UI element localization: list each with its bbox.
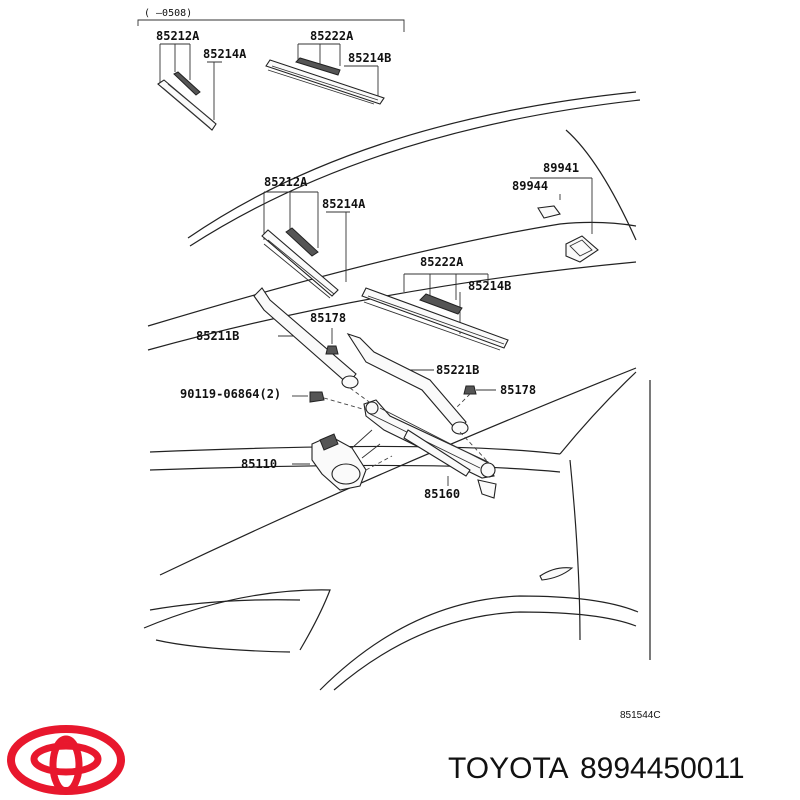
label-89944: 89944 (512, 179, 548, 193)
blade-group-passenger: 85222A 85214B (361, 255, 511, 351)
label-85222A: 85222A (420, 255, 464, 269)
part-number: 8994450011 (580, 752, 745, 785)
label-85211B: 85211B (196, 329, 239, 343)
toyota-logo (7, 725, 125, 795)
label-85214B-top: 85214B (348, 51, 391, 65)
nut-85178-upper: 85178 (310, 311, 346, 355)
label-85222A-top: 85222A (310, 29, 354, 43)
brand-name: TOYOTA (448, 752, 569, 785)
label-89941: 89941 (543, 161, 579, 175)
label-85221B: 85221B (436, 363, 479, 377)
label-85212A-top: 85212A (156, 29, 200, 43)
wiper-motor: 85110 (241, 429, 393, 491)
label-85214A-top: 85214A (203, 47, 247, 61)
label-85214A: 85214A (322, 197, 366, 211)
drawing-code: 851544C (620, 710, 661, 721)
bracket-label: ( —0508) (144, 8, 192, 19)
bolt-90119: 90119-06864(2) (180, 387, 381, 415)
label-85160: 85160 (424, 487, 460, 501)
rain-sensor-group: 89941 89944 (512, 161, 599, 263)
blade-group-top-right: 85222A 85214B (265, 29, 391, 105)
label-85214B: 85214B (468, 279, 511, 293)
wiper-arm-passenger: 85221B (346, 332, 479, 435)
blade-group-driver: 85212A 85214A (261, 175, 366, 299)
blade-group-top-left: 85212A 85214A (156, 29, 247, 131)
nut-85178-right: 85178 (463, 383, 536, 397)
label-85178-right: 85178 (500, 383, 536, 397)
wiper-arm-driver: 85211B (196, 287, 359, 389)
wiper-linkage: 85160 (349, 387, 497, 501)
label-85212A: 85212A (264, 175, 308, 189)
label-85110: 85110 (241, 457, 277, 471)
label-90119-06864: 90119-06864(2) (180, 387, 281, 401)
top-bracket: ( —0508) (137, 8, 405, 32)
label-85178-upper: 85178 (310, 311, 346, 325)
